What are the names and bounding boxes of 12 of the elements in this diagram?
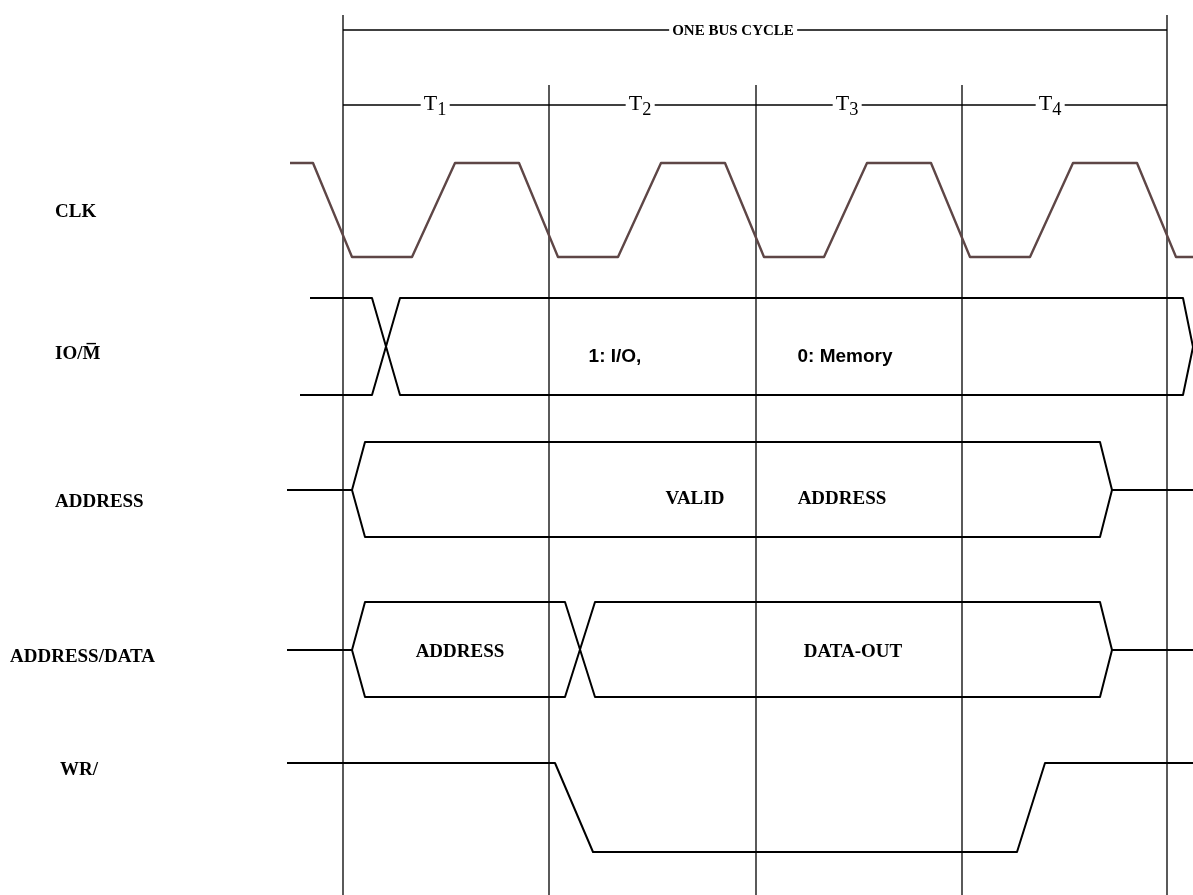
bus-value-label: ADDRESS: [415, 640, 505, 660]
signal-name: IO/M̅: [55, 342, 101, 362]
bus-value-label: DATA-OUT: [803, 640, 903, 660]
bus-value-label: ADDRESS: [797, 487, 887, 507]
signal-name: ADDRESS: [55, 490, 144, 510]
bus-value-label: VALID: [665, 487, 725, 507]
signal-name: WR/: [60, 758, 98, 778]
bus-value-label: 1: I/O,: [588, 345, 642, 365]
signal-name: CLK: [55, 200, 97, 220]
bus-value-label: 0: Memory: [797, 345, 893, 365]
dimension-label: ONE BUS CYCLE: [669, 22, 797, 38]
signal-name: ADDRESS/DATA: [10, 645, 155, 665]
